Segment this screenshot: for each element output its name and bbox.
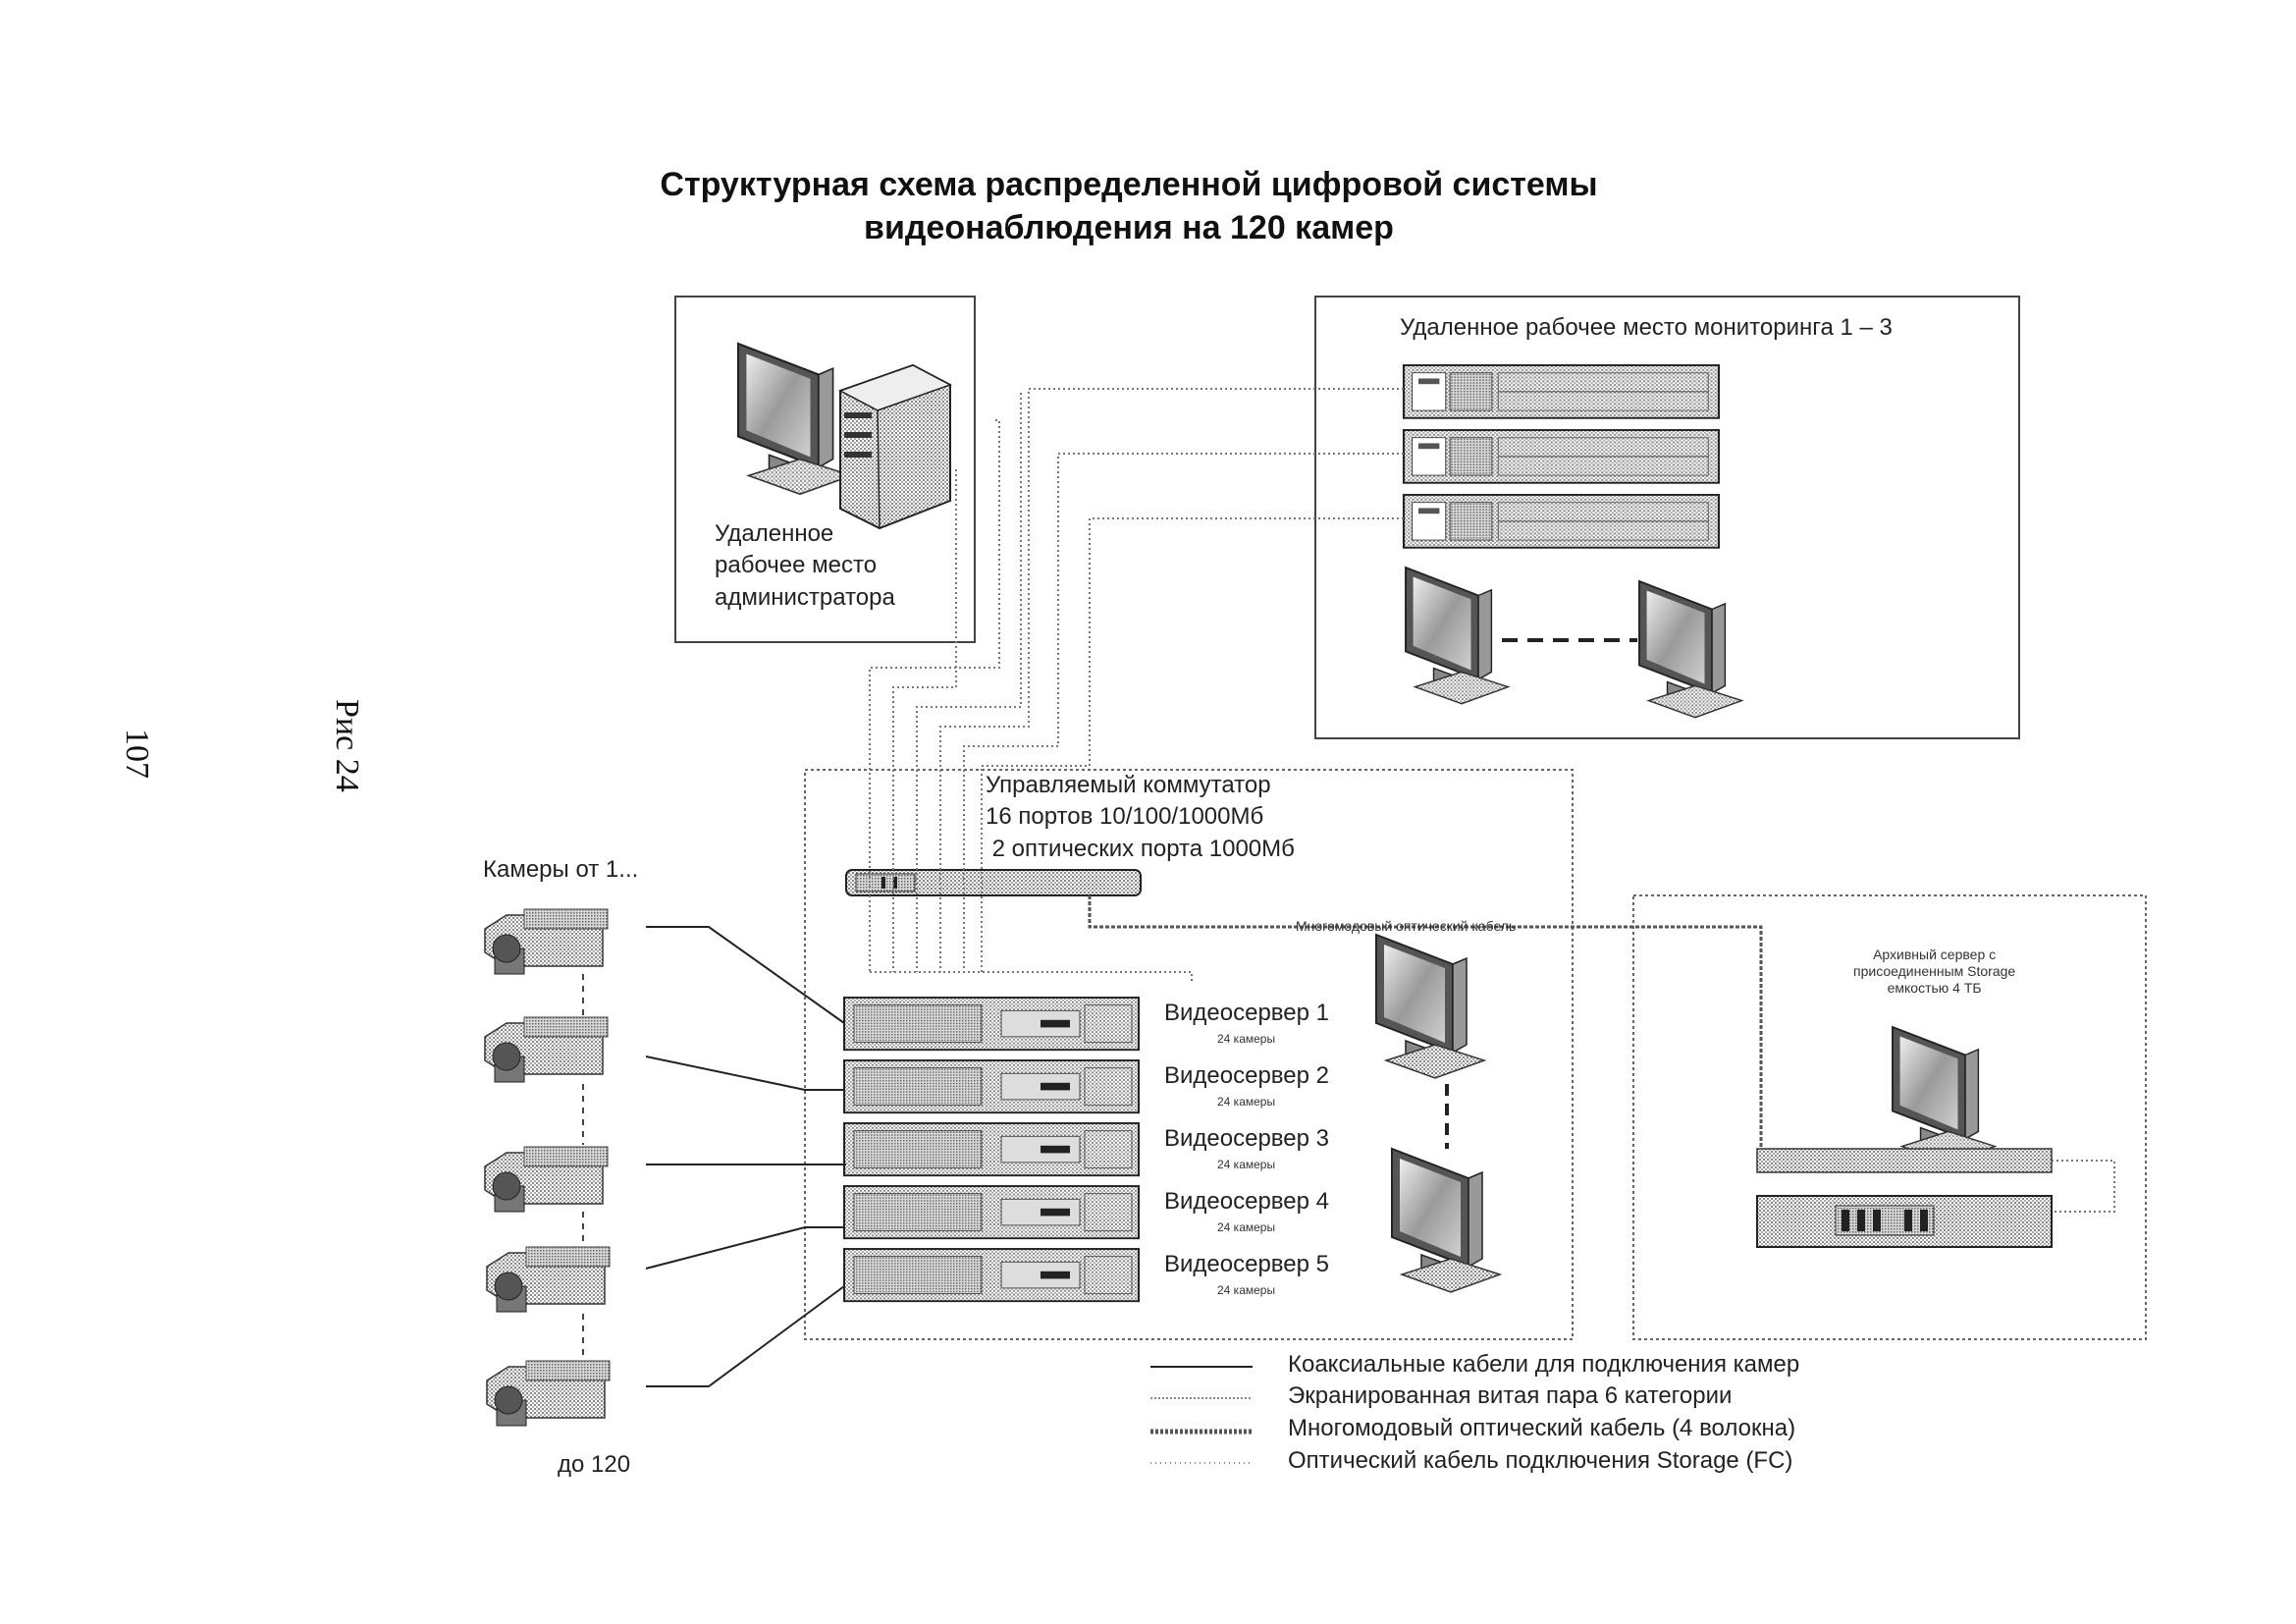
switch-label-line2: 16 портов 10/100/1000Мб: [986, 803, 1264, 831]
admin-monitor-icon: [736, 342, 853, 496]
archive-server-icon: [1756, 1148, 2053, 1173]
operator-monitor-2-icon: [1391, 1148, 1501, 1293]
archive-label: Архивный сервер с присоединенным Storage…: [1853, 947, 2015, 996]
archive-label-line2: присоединенным Storage: [1853, 962, 2016, 979]
admin-label-line3: администратора: [715, 583, 895, 611]
switch-room-box: [804, 769, 1574, 1340]
camera-4-icon: [486, 1246, 611, 1313]
camera-5-icon: [486, 1360, 611, 1427]
legend-item-fiber: Многомодовый оптический кабель (4 волокн…: [1288, 1415, 1796, 1441]
fc-storage-link: [2052, 1160, 2115, 1213]
coax-cables: [645, 926, 846, 1387]
videoserver-4-label: Видеосервер 4: [1164, 1188, 1329, 1215]
videoserver-5-sub: 24 камеры: [1217, 1283, 1276, 1297]
admin-pc-tower-icon: [838, 363, 952, 530]
cameras-from-label: Камеры от 1...: [483, 856, 639, 883]
monitoring-unit-1-icon: [1402, 363, 1721, 419]
archive-monitor-icon: [1892, 1026, 1997, 1164]
admin-label: Удаленное рабочее место администратора: [715, 518, 895, 614]
monitoring-monitor-2-icon: [1638, 580, 1743, 719]
camera-1-icon: [484, 908, 609, 975]
admin-label-line2: рабочее место: [715, 552, 878, 579]
videoserver-3-sub: 24 камеры: [1217, 1158, 1276, 1171]
monitoring-unit-2-icon: [1402, 428, 1721, 484]
multimode-fiber-cable: [1088, 895, 1763, 1149]
videoserver-3-label: Видеосервер 3: [1164, 1125, 1329, 1152]
videoserver-1-label: Видеосервер 1: [1164, 1000, 1329, 1026]
legend-item-fc: Оптический кабель подключения Storage (F…: [1288, 1447, 1793, 1474]
legend-item-twisted-pair: Экранированная витая пара 6 категории: [1288, 1382, 1733, 1409]
legend-item-coax: Коаксиальные кабели для подключения каме…: [1288, 1351, 1800, 1378]
videoserver-3-icon: [843, 1122, 1140, 1177]
videoserver-2-sub: 24 камеры: [1217, 1095, 1276, 1109]
monitoring-unit-3-icon: [1402, 493, 1721, 549]
archive-label-line1: Архивный сервер с: [1873, 947, 1997, 962]
videoserver-1-sub: 24 камеры: [1217, 1032, 1276, 1046]
camera-2-icon: [484, 1016, 609, 1083]
videoserver-2-label: Видеосервер 2: [1164, 1062, 1329, 1089]
videoserver-2-icon: [843, 1059, 1140, 1114]
monitoring-label: Удаленное рабочее место мониторинга 1 – …: [1400, 314, 1893, 341]
archive-box: [1632, 894, 2147, 1340]
monitoring-monitor-1-icon: [1405, 567, 1510, 705]
twisted-pair-cables: [869, 388, 1404, 982]
videoserver-4-icon: [843, 1185, 1140, 1240]
videoserver-1-icon: [843, 997, 1140, 1052]
storage-array-icon: [1756, 1195, 2053, 1248]
videoserver-5-label: Видеосервер 5: [1164, 1251, 1329, 1277]
admin-workstation-box: [674, 296, 976, 643]
videoserver-5-icon: [843, 1248, 1140, 1303]
managed-switch-icon: [845, 869, 1142, 896]
switch-label-line1: Управляемый коммутатор: [986, 772, 1271, 798]
operator-monitor-1-icon: [1375, 934, 1485, 1079]
switch-label: Управляемый коммутатор 16 портов 10/100/…: [986, 770, 1295, 865]
archive-label-line3: емкостью 4 TБ: [1887, 979, 1982, 996]
diagram-title-line1: Структурная схема распределенной цифрово…: [660, 166, 1598, 203]
fiber-label: Многомодовый оптический кабель: [1296, 918, 1517, 934]
switch-label-line3: 2 оптических порта 1000Мб: [986, 835, 1295, 862]
diagram-title-line2: видеонаблюдения на 120 камер: [864, 209, 1394, 246]
videoserver-4-sub: 24 камеры: [1217, 1220, 1276, 1234]
admin-label-line1: Удаленное: [715, 520, 834, 547]
camera-3-icon: [484, 1146, 609, 1213]
cameras-to-label: до 120: [558, 1451, 631, 1478]
